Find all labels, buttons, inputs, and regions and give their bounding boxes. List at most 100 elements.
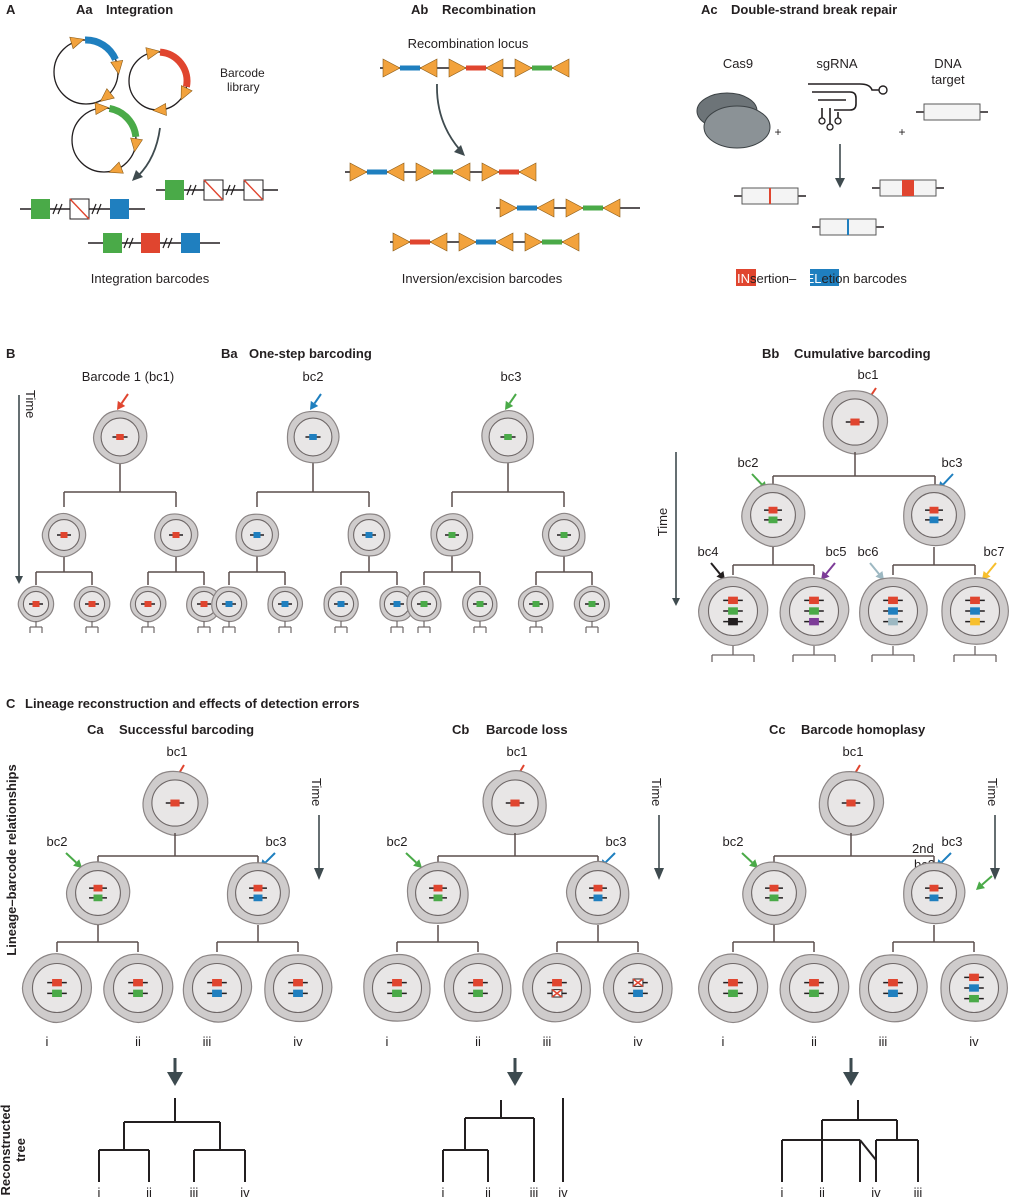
arrow-head xyxy=(976,881,985,890)
leaf-cell xyxy=(21,953,93,1024)
barcode xyxy=(197,601,211,607)
integration-locus-3 xyxy=(88,233,220,253)
bc1-label: bc1 xyxy=(507,744,528,759)
barcode xyxy=(804,596,824,605)
side-label-reconstructed-2: tree xyxy=(13,1138,28,1162)
barcode xyxy=(89,884,107,892)
arrow-head xyxy=(505,400,514,410)
arrow-shaft xyxy=(313,393,322,404)
recombination-loci xyxy=(345,58,640,252)
lox-site-triangle xyxy=(495,232,514,252)
integrated-barcode xyxy=(141,233,160,253)
bb-cell-bc3 xyxy=(903,484,966,547)
barcode xyxy=(89,894,107,902)
plasmid-barcode-segment xyxy=(159,48,191,88)
insertion-highlight xyxy=(736,269,756,286)
barcode-block xyxy=(473,989,483,998)
tree-leaf-label: i xyxy=(781,1185,784,1200)
barcode xyxy=(57,532,71,538)
barcode xyxy=(112,434,128,440)
panel-cc-id: Cc xyxy=(769,722,786,737)
barcode-block xyxy=(172,532,180,538)
indel-mark xyxy=(847,219,849,235)
bc2-arrow xyxy=(741,852,758,868)
bb-root-cell xyxy=(822,390,889,455)
sgrna-loop xyxy=(818,117,826,125)
tree-leaf-label: ii xyxy=(146,1185,152,1200)
cell-nucleus xyxy=(31,962,83,1014)
barcode xyxy=(334,601,348,607)
barcode xyxy=(883,596,903,605)
barcode xyxy=(529,601,543,607)
panel-ac-id: Ac xyxy=(701,2,718,17)
lox-site-triangle xyxy=(382,58,401,78)
panel-cb-title: Barcode loss xyxy=(486,722,568,737)
dna-target-label-2: target xyxy=(931,72,965,87)
barcode-block xyxy=(552,978,562,987)
sgrna-loop xyxy=(826,123,834,131)
panel-ab-recombination: Ab Recombination Recombination locus Inv… xyxy=(345,2,640,286)
barcode-block xyxy=(32,601,40,607)
panel-bb-id: Bb xyxy=(762,346,779,361)
tree-edge xyxy=(859,1139,877,1161)
lox-site-triangle xyxy=(448,58,467,78)
plus-sign-2: + xyxy=(898,125,905,139)
lox-site-triangle xyxy=(518,162,537,182)
barcode xyxy=(804,617,824,626)
barcode-block xyxy=(473,978,483,987)
gap-slash xyxy=(52,203,58,215)
bb-leaf-cell xyxy=(779,576,850,646)
panel-aa-id: Aa xyxy=(76,2,93,17)
recombination-locus-a xyxy=(345,162,537,182)
cell-nucleus xyxy=(867,962,919,1014)
recombination-segment xyxy=(367,169,387,175)
barcode xyxy=(250,532,264,538)
root-cell xyxy=(481,409,535,464)
recombination-segment xyxy=(400,65,420,71)
tree-leaf-label: iv xyxy=(240,1185,250,1200)
leaf-label: i xyxy=(386,1034,389,1049)
barcode xyxy=(288,978,308,987)
barcode-block xyxy=(420,601,428,607)
panel-ca-id: Ca xyxy=(87,722,104,737)
side-label-reconstructed-1: Reconstructed xyxy=(0,1104,13,1195)
granddaughter-cell xyxy=(406,586,442,622)
barcode-block xyxy=(633,989,643,998)
barcode-block xyxy=(809,607,819,615)
inversion-excision-caption: Inversion/excision barcodes xyxy=(402,271,563,286)
barcode xyxy=(964,984,984,992)
sgrna-label: sgRNA xyxy=(816,56,858,71)
root-cell xyxy=(818,771,885,836)
recombination-locus-c xyxy=(390,232,580,252)
time-arrow-head xyxy=(990,868,1000,880)
arrow-shaft xyxy=(405,852,417,864)
barcode-block xyxy=(888,617,898,626)
ba-time-label: Time xyxy=(23,390,38,418)
barcode xyxy=(965,607,985,615)
time-arrow-head xyxy=(654,868,664,880)
barcode-arrow xyxy=(117,393,129,410)
cell-nucleus xyxy=(531,962,583,1014)
lox-site-triangle xyxy=(561,232,580,252)
barcode-block xyxy=(60,532,68,538)
barcode-block xyxy=(293,978,303,987)
tree-leaf-label: iv xyxy=(558,1185,568,1200)
barcode xyxy=(47,978,67,987)
arrow-head xyxy=(875,570,884,580)
lox-site-triangle xyxy=(485,58,504,78)
barcode xyxy=(222,601,236,607)
leaf-label: iii xyxy=(879,1034,888,1049)
root-cell xyxy=(142,770,209,836)
barcode xyxy=(387,989,407,998)
plasmid-blue xyxy=(53,36,124,105)
barcode-block xyxy=(52,989,62,998)
barcode-library-label-1: Barcode xyxy=(220,66,265,80)
sgrna-structure xyxy=(808,83,888,131)
one-step-tree xyxy=(406,393,610,633)
sgrna-loop xyxy=(834,117,842,125)
leaf-label: i xyxy=(722,1034,725,1049)
cell-bc3 xyxy=(903,862,966,925)
barcode-block xyxy=(593,894,603,902)
leaf-barcode-arrow xyxy=(821,562,836,580)
arrow-shaft xyxy=(604,852,616,864)
